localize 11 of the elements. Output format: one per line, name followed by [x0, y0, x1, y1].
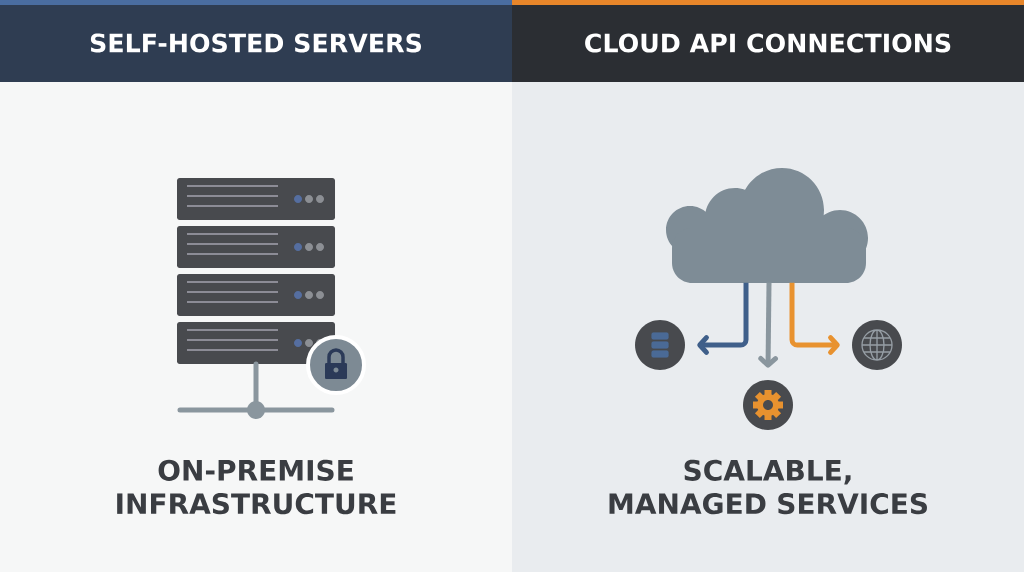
database-icon [635, 320, 685, 370]
caption-text: SCALABLE, MANAGED SERVICES [609, 459, 927, 515]
arrow [789, 282, 840, 355]
cloud-icon [666, 168, 868, 283]
arrow [697, 282, 749, 355]
header-band: SELF-HOSTED SERVERS [0, 0, 512, 82]
header-band: CLOUD API CONNECTIONS [512, 0, 1024, 82]
globe-icon [852, 320, 902, 370]
gear-icon [743, 380, 793, 430]
arrow [758, 282, 778, 368]
caption-text: ON-PREMISE INFRASTRUCTURE [117, 459, 396, 515]
